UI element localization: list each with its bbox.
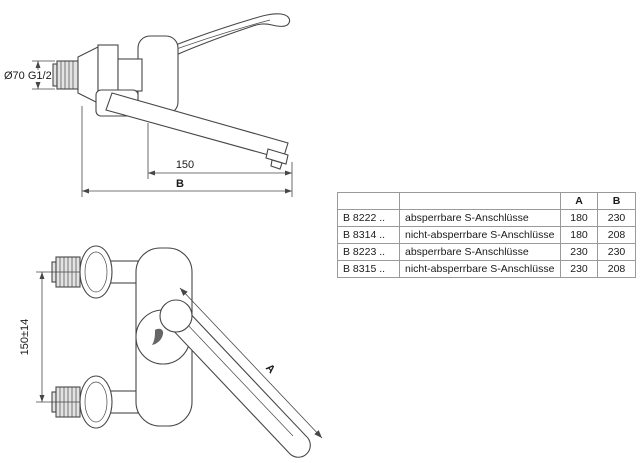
side-view-dimensions — [32, 60, 293, 197]
cell-description: absperrbare S-Anschlüsse — [399, 243, 561, 261]
dim-connection-ext-lines — [32, 60, 55, 90]
lever-length-a-label: A — [263, 362, 277, 376]
side-knurl-hatch — [60, 61, 74, 89]
cell-model: B 8315 .. — [337, 260, 400, 278]
connection-spacing-label: 150±14 — [19, 319, 31, 356]
cell-b: 208 — [597, 260, 636, 278]
front-lever-collar — [159, 299, 193, 333]
dim-spacing-arrow-bottom — [39, 395, 45, 402]
dim-b-arrow-right — [285, 188, 292, 194]
side-aerator — [265, 148, 289, 165]
header-model-cell — [337, 192, 400, 210]
cell-description: nicht-absperrbare S-Anschlüsse — [399, 260, 561, 278]
dim-a-line — [179, 287, 323, 439]
header-col-b: B — [597, 192, 636, 210]
dim-connection-arrow-top — [35, 61, 41, 68]
front-upper-flange-inner — [84, 251, 108, 293]
cell-a: 230 — [560, 243, 598, 261]
front-lower-arm — [109, 390, 139, 414]
front-lower-flange-inner — [84, 381, 108, 423]
front-lever-highlight — [184, 321, 294, 437]
cell-model: B 8314 .. — [337, 226, 400, 244]
cell-b: 230 — [597, 209, 636, 227]
cell-a: 230 — [560, 260, 598, 278]
front-view — [51, 245, 311, 458]
dim-b-arrow-left — [82, 188, 89, 194]
width-b-label: B — [176, 178, 184, 190]
cell-a: 180 — [560, 209, 598, 227]
side-aerator-tip — [270, 159, 283, 170]
brand-emblem — [152, 328, 164, 345]
header-col-a: A — [560, 192, 598, 210]
table-header-row: A B — [337, 192, 636, 210]
side-escutcheon-cone — [77, 46, 99, 104]
front-upper-arm — [109, 260, 139, 284]
side-supply-knurl — [56, 60, 79, 90]
table-row: B 8315 .. nicht-absperrbare S-Anschlüsse… — [337, 260, 636, 278]
cell-a: 180 — [560, 226, 598, 244]
dim-spacing-ext-lines — [36, 271, 80, 403]
cell-description: nicht-absperrbare S-Anschlüsse — [399, 226, 561, 244]
table-row: B 8222 .. absperrbare S-Anschlüsse 180 2… — [337, 209, 636, 227]
cell-b: 208 — [597, 226, 636, 244]
cell-b: 230 — [597, 243, 636, 261]
side-knurl-cap — [52, 63, 58, 87]
cell-model: B 8222 .. — [337, 209, 400, 227]
table-row: B 8223 .. absperrbare S-Anschlüsse 230 2… — [337, 243, 636, 261]
dim-spacing-arrow-top — [39, 272, 45, 279]
front-view-dimensions — [36, 271, 323, 439]
header-description-cell — [399, 192, 561, 210]
spec-table: A B B 8222 .. absperrbare S-Anschlüsse 1… — [337, 192, 636, 278]
dim-a-arrow-bottom — [314, 430, 322, 438]
side-body-connector — [117, 58, 143, 92]
cell-model: B 8223 .. — [337, 243, 400, 261]
cell-description: absperrbare S-Anschlüsse — [399, 209, 561, 227]
connection-size-label: Ø70 G1/2 — [4, 70, 52, 82]
dim-connection-arrow-bottom — [35, 82, 41, 89]
spout-length-label: 150 — [176, 159, 194, 171]
dim-150-arrow-left — [148, 170, 155, 176]
table-row: B 8314 .. nicht-absperrbare S-Anschlüsse… — [337, 226, 636, 244]
dim-150-arrow-right — [285, 170, 292, 176]
side-view — [52, 13, 291, 170]
side-spout — [105, 92, 289, 160]
dim-a-arrow-top — [180, 288, 188, 296]
